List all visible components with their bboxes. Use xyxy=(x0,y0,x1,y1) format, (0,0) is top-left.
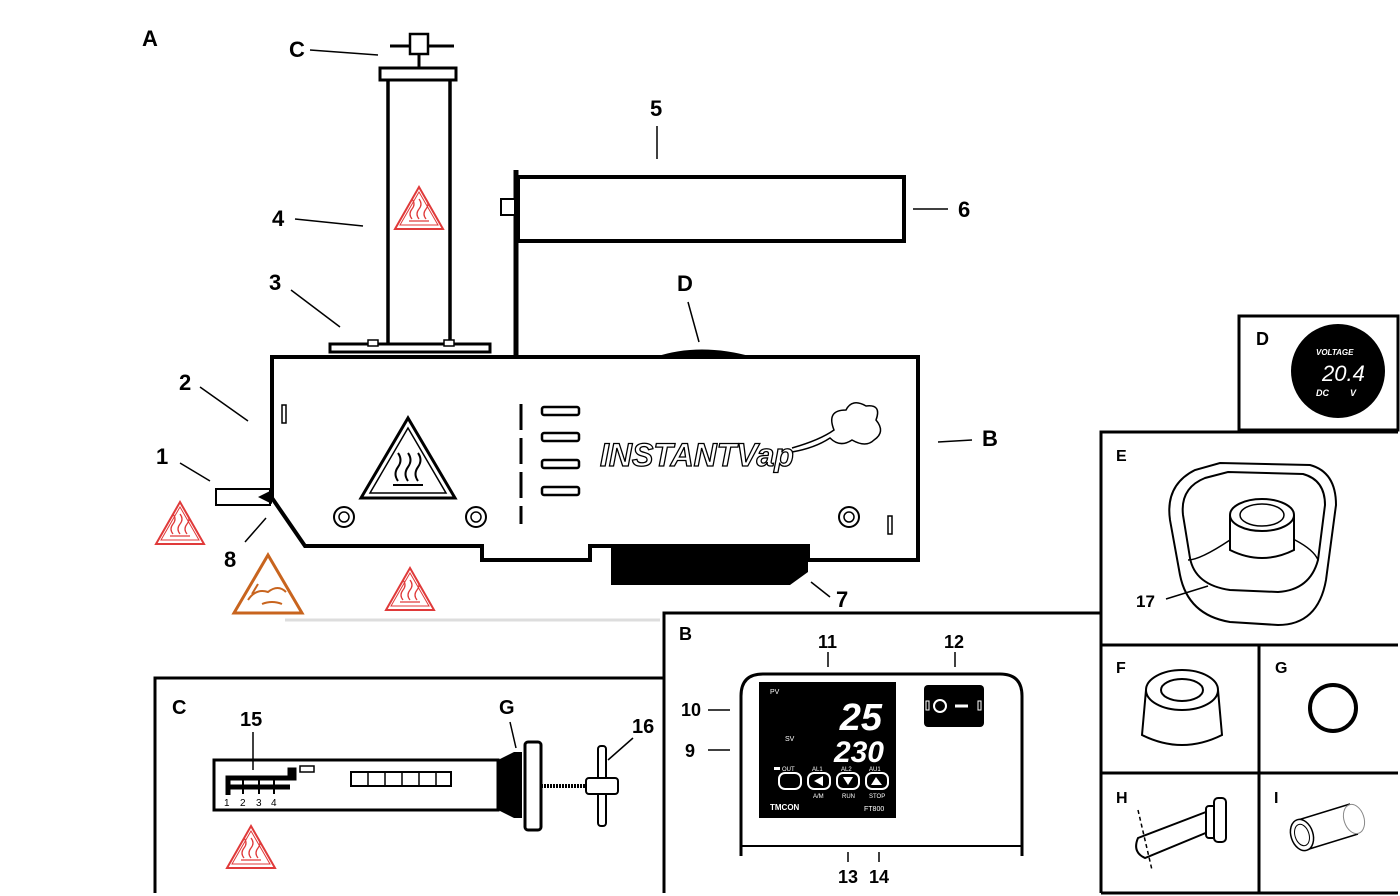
panel-c xyxy=(153,676,664,893)
pv-value: 25 xyxy=(839,697,883,739)
callout-5: 5 xyxy=(650,96,662,121)
callout-17: 17 xyxy=(1136,592,1155,611)
horizontal-arm xyxy=(500,170,906,356)
scale-mark-4: 4 xyxy=(271,798,277,809)
al1-label: AL1 xyxy=(812,767,823,773)
panel-i-label: I xyxy=(1274,790,1278,807)
callout-14: 14 xyxy=(869,867,889,887)
out-label: OUT xyxy=(782,767,795,773)
heat-warning-icon-tube xyxy=(394,186,444,230)
callout-6: 6 xyxy=(958,197,970,222)
heat-warning-icon-left xyxy=(155,501,205,545)
callout-15: 15 xyxy=(240,709,262,731)
al2-label: AL2 xyxy=(841,767,852,773)
callout-9: 9 xyxy=(685,741,695,761)
callout-7: 7 xyxy=(836,587,848,612)
scale-mark-2: 2 xyxy=(240,798,246,809)
callout-c: C xyxy=(289,37,305,62)
controller-model: FT800 xyxy=(864,806,884,813)
sv-label: SV xyxy=(785,736,795,743)
callout-10: 10 xyxy=(681,700,701,720)
controller-maker: TMCON xyxy=(770,803,800,812)
heat-warning-icon-syringe xyxy=(226,825,276,869)
stop-label: STOP xyxy=(869,794,885,800)
callout-4: 4 xyxy=(272,206,285,231)
tapered-nozzle xyxy=(1135,797,1227,871)
scale-mark-3: 3 xyxy=(256,798,262,809)
callout-2: 2 xyxy=(179,370,191,395)
au1-label: AU1 xyxy=(869,767,881,773)
callout-16: 16 xyxy=(632,716,654,738)
vertical-tube xyxy=(328,32,492,354)
callout-3: 3 xyxy=(269,270,281,295)
voltmeter-display xyxy=(1291,324,1385,418)
panel-f-label: F xyxy=(1116,660,1126,677)
callout-g: G xyxy=(499,697,515,719)
panel-c-label: C xyxy=(172,697,186,719)
square-holder xyxy=(1168,461,1338,627)
callout-11: 11 xyxy=(818,632,837,652)
panel-d-label: D xyxy=(1256,329,1269,349)
callout-8: 8 xyxy=(224,547,236,572)
panel-h-label: H xyxy=(1116,790,1128,807)
voltage-label: VOLTAGE xyxy=(1316,348,1354,357)
hand-burn-warning-icon xyxy=(231,552,305,615)
callout-13: 13 xyxy=(838,867,858,887)
run-label: RUN xyxy=(842,794,855,800)
callout-1: 1 xyxy=(156,444,168,469)
panel-g-label: G xyxy=(1275,660,1287,677)
callout-d: D xyxy=(677,271,693,296)
brand-logo-text: INSTANTVap xyxy=(600,437,794,473)
panel-a-label: A xyxy=(142,26,158,51)
glass-tube xyxy=(1289,803,1366,852)
voltage-dc: DC xyxy=(1316,388,1329,398)
voltage-value: 20.4 xyxy=(1321,361,1365,386)
scale-mark-1: 1 xyxy=(224,798,230,809)
main-body xyxy=(215,349,920,585)
pv-label: PV xyxy=(770,689,780,696)
voltage-v: V xyxy=(1350,388,1357,398)
callout-12: 12 xyxy=(944,632,964,652)
panel-b-label: B xyxy=(679,624,692,644)
panel-grid-e-i xyxy=(1099,430,1398,895)
am-label: A/M xyxy=(813,794,824,800)
round-insert xyxy=(1140,669,1224,746)
heat-warning-icon-bottom xyxy=(385,567,435,611)
o-ring xyxy=(1308,683,1358,733)
panel-e-label: E xyxy=(1116,448,1127,465)
callout-b: B xyxy=(982,426,998,451)
sv-value: 230 xyxy=(833,736,884,769)
